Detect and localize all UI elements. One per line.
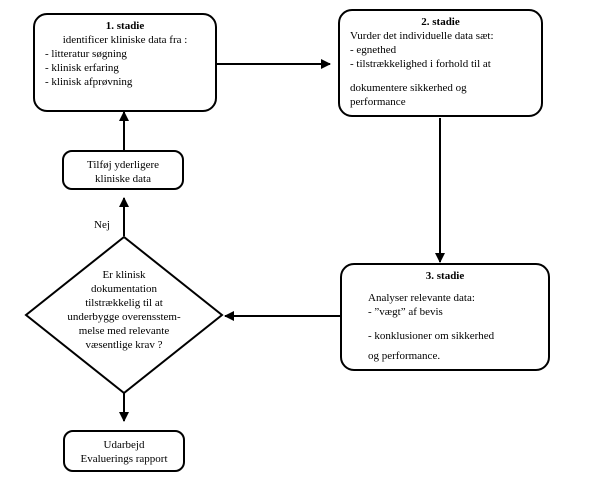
decision-line: dokumentation xyxy=(91,283,157,295)
decision-line: væsentlige krav ? xyxy=(85,339,163,351)
stage1-line: - litteratur søgning xyxy=(45,48,127,60)
stage2-line: - tilstrækkelighed i forhold til at xyxy=(350,58,491,70)
stage2-line: performance xyxy=(350,96,406,108)
stage2-box: 2. stadie Vurder det individuelle data s… xyxy=(338,9,543,117)
report-line: Evaluerings rapport xyxy=(80,453,168,465)
decision-line: underbygge overensstem- xyxy=(67,311,181,323)
stage3-line: - ”vægt” af bevis xyxy=(368,306,443,318)
stage2-line: dokumentere sikkerhed og xyxy=(350,82,467,94)
stage1-title: 1. stadie xyxy=(105,20,145,32)
stage1-line: - klinisk afprøvning xyxy=(45,76,133,88)
decision-line: tilstrækkelig til at xyxy=(85,297,163,309)
report-line: Udarbejd xyxy=(103,439,145,451)
stage1-box: 1. stadie identificer kliniske data fra … xyxy=(33,13,217,112)
decision-text: Er klinisk dokumentation tilstrækkelig t… xyxy=(44,268,204,352)
stage2-line: Vurder det individuelle data sæt: xyxy=(350,30,494,42)
decision-line: Er klinisk xyxy=(102,269,146,281)
stage3-line: - konklusioner om sikkerhed xyxy=(368,330,495,342)
report-box: Udarbejd Evaluerings rapport xyxy=(63,430,185,472)
add-data-line: Tilføj yderligere xyxy=(87,159,159,171)
stage1-line: identificer kliniske data fra : xyxy=(62,34,188,46)
stage3-line: Analyser relevante data: xyxy=(368,292,475,304)
add-data-box: Tilføj yderligere kliniske data xyxy=(62,150,184,190)
stage3-line: og performance. xyxy=(368,350,441,362)
stage3-box: 3. stadie Analyser relevante data: - ”væ… xyxy=(340,263,550,371)
stage2-title: 2. stadie xyxy=(421,16,460,28)
no-label: Nej xyxy=(94,219,110,231)
add-data-line: kliniske data xyxy=(95,173,151,185)
stage3-title: 3. stadie xyxy=(425,270,465,282)
stage1-line: - klinisk erfaring xyxy=(45,62,119,74)
decision-diamond xyxy=(24,235,224,395)
stage2-line: - egnethed xyxy=(350,44,397,56)
decision-line: melse med relevante xyxy=(78,325,170,337)
